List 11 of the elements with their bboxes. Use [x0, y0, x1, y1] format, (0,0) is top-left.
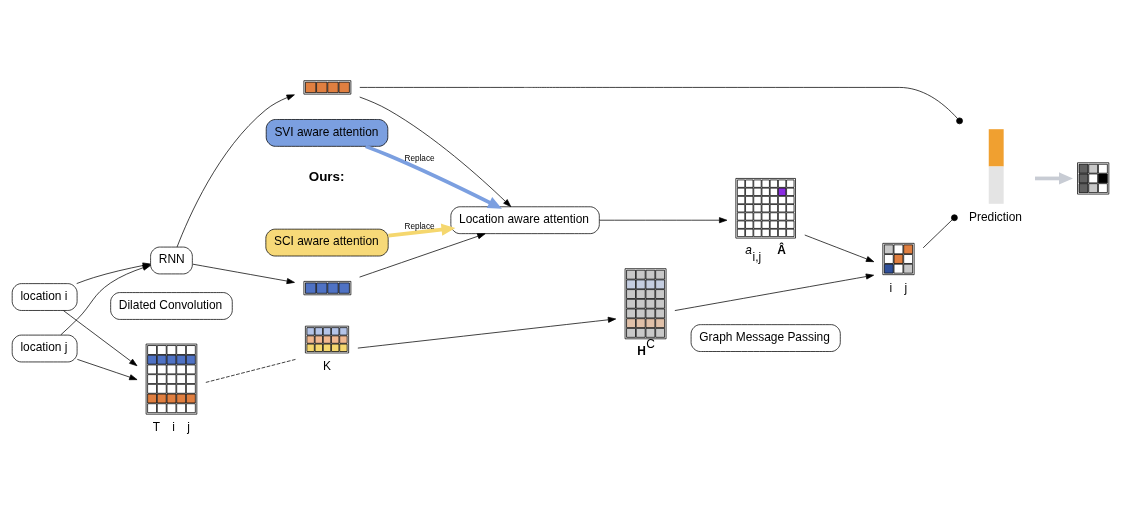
node-label: i: [889, 280, 893, 295]
edge-label: Replace: [404, 153, 435, 163]
node-label: Â: [777, 242, 786, 257]
node-label: i: [172, 419, 175, 434]
node-label: T: [152, 419, 161, 434]
node-label: Prediction: [968, 209, 1022, 224]
edge-label: Replace: [404, 221, 435, 231]
label: Ours:: [308, 168, 345, 184]
node-label: j: [187, 419, 190, 434]
node-label: K: [322, 358, 331, 373]
node-label: j: [904, 280, 908, 295]
